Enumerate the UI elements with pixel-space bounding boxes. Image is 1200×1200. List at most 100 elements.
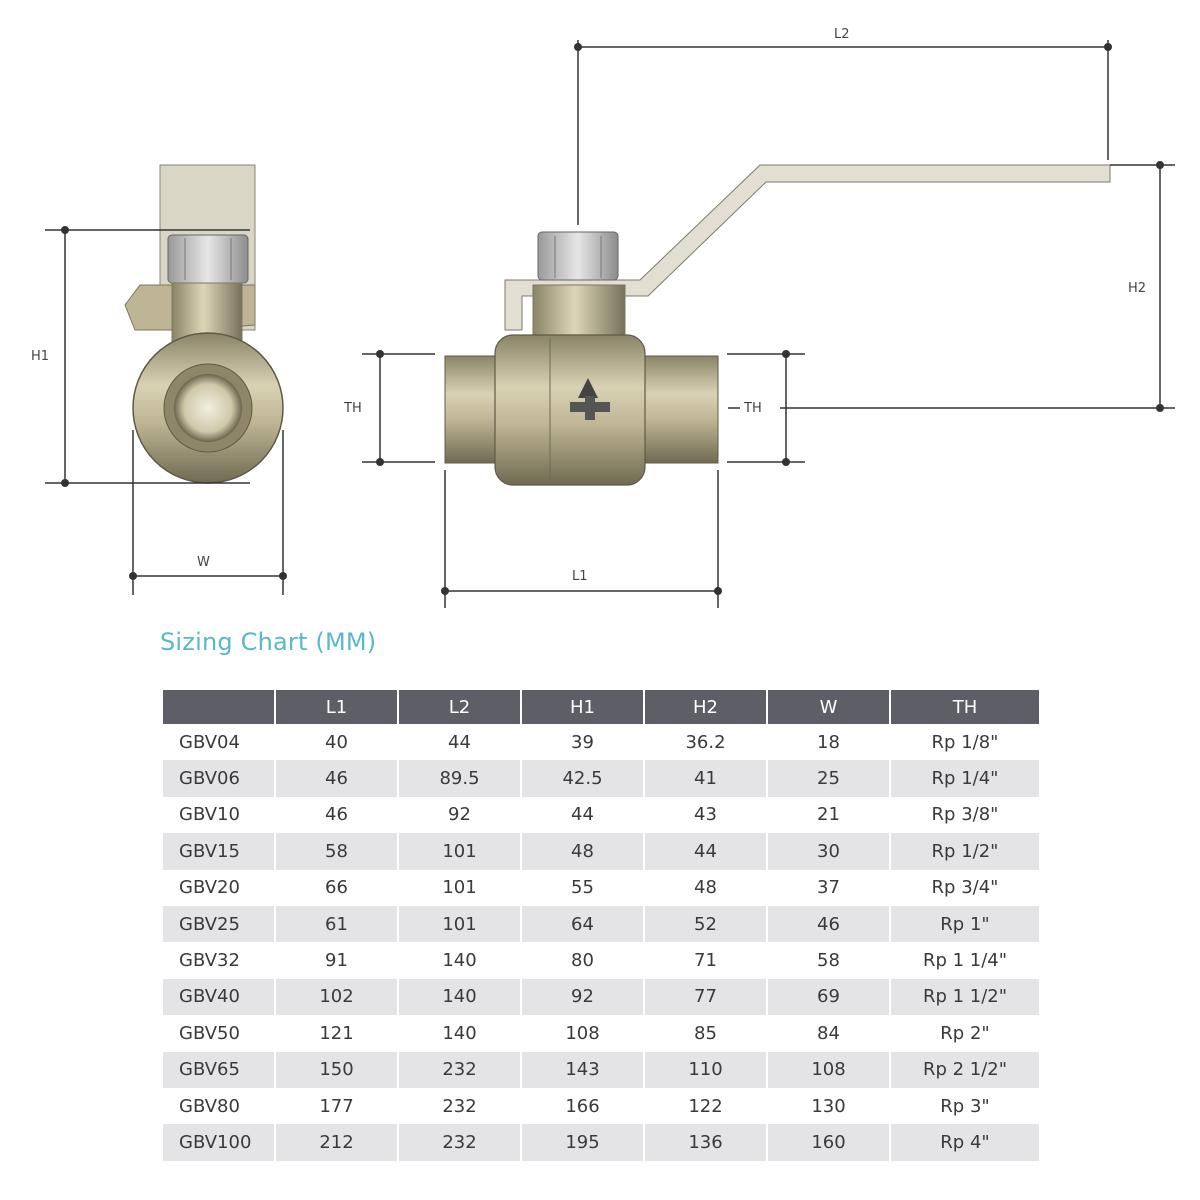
value-cell: 177 — [319, 1095, 354, 1117]
value-cell: Rp 3/4" — [931, 877, 999, 899]
value-cell: 71 — [694, 950, 717, 972]
value-cell: 140 — [399, 978, 520, 1016]
header-w: W — [768, 690, 889, 724]
value-cell: 166 — [565, 1095, 600, 1117]
value-cell: 108 — [768, 1051, 889, 1088]
value-cell: Rp 3/8" — [931, 804, 999, 826]
l2-label: L2 — [834, 27, 850, 42]
value-cell: 42.5 — [522, 760, 643, 797]
value-cell: Rp 1/2" — [891, 833, 1039, 870]
value-cell: 212 — [276, 1124, 397, 1161]
front-view-valve — [444, 164, 1111, 486]
value-cell: 21 — [817, 804, 840, 826]
value-cell: 92 — [522, 978, 643, 1016]
value-cell: 58 — [276, 833, 397, 870]
header-l1: L1 — [276, 690, 397, 724]
value-cell: 44 — [448, 731, 471, 753]
value-cell: 44 — [571, 804, 594, 826]
th-right-dimension — [727, 350, 805, 466]
value-cell: 61 — [276, 905, 397, 943]
value-cell: 80 — [571, 950, 594, 972]
value-cell: 130 — [811, 1095, 846, 1117]
value-cell: 232 — [399, 1051, 520, 1088]
value-cell: 89.5 — [399, 760, 520, 797]
value-cell: 101 — [442, 877, 477, 899]
value-cell: 121 — [319, 1022, 354, 1044]
header-l2: L2 — [399, 690, 520, 724]
value-cell: Rp 1 1/2" — [891, 978, 1039, 1016]
value-cell: 44 — [645, 833, 766, 870]
header-h1: H1 — [522, 690, 643, 724]
value-cell: 110 — [645, 1051, 766, 1088]
model-cell: GBV15 — [163, 833, 274, 870]
l1-dimension — [441, 470, 722, 608]
value-cell: 140 — [442, 950, 477, 972]
value-cell: 140 — [442, 1022, 477, 1044]
h2-label: H2 — [1128, 281, 1146, 296]
value-cell: 25 — [768, 760, 889, 797]
value-cell: 66 — [325, 877, 348, 899]
header-th: TH — [891, 690, 1039, 724]
table-row: GBV80 177 232 166 122 130 Rp 3" — [163, 1088, 1039, 1124]
value-cell: Rp 2 1/2" — [891, 1051, 1039, 1088]
value-cell: 143 — [522, 1051, 643, 1088]
value-cell: 122 — [688, 1095, 723, 1117]
value-cell: 195 — [522, 1124, 643, 1161]
value-cell: 40 — [325, 731, 348, 753]
value-cell: Rp 1/4" — [891, 760, 1039, 797]
th-left-dimension — [362, 350, 435, 466]
value-cell: Rp 1" — [891, 905, 1039, 943]
h2-dimension — [780, 161, 1175, 412]
value-cell: Rp 4" — [891, 1124, 1039, 1161]
h1-label: H1 — [31, 349, 49, 364]
th-right-label: TH — [743, 401, 762, 416]
value-cell: 232 — [442, 1095, 477, 1117]
value-cell: 58 — [817, 950, 840, 972]
value-cell: 91 — [325, 950, 348, 972]
value-cell: 46 — [768, 905, 889, 943]
value-cell: 69 — [768, 978, 889, 1016]
model-cell: GBV80 — [179, 1095, 240, 1117]
value-cell: 36.2 — [685, 731, 726, 753]
h1-dimension — [45, 226, 250, 487]
value-cell: 48 — [522, 833, 643, 870]
value-cell: 64 — [522, 905, 643, 943]
value-cell: 46 — [276, 760, 397, 797]
value-cell: 92 — [448, 804, 471, 826]
value-cell: 43 — [694, 804, 717, 826]
l2-dimension — [574, 40, 1112, 225]
model-cell: GBV10 — [179, 804, 240, 826]
table-row: GBV10 46 92 44 43 21 Rp 3/8" — [163, 797, 1039, 833]
valve-dimension-drawing: H1 W L2 — [31, 27, 1175, 608]
value-cell: 84 — [817, 1022, 840, 1044]
l1-label: L1 — [572, 569, 588, 584]
model-cell: GBV40 — [163, 978, 274, 1016]
value-cell: 232 — [399, 1124, 520, 1161]
value-cell: 101 — [399, 905, 520, 943]
model-cell: GBV65 — [163, 1051, 274, 1088]
model-cell: GBV06 — [163, 760, 274, 797]
value-cell: 55 — [571, 877, 594, 899]
w-label: W — [197, 555, 210, 570]
value-cell: 77 — [645, 978, 766, 1016]
model-cell: GBV100 — [163, 1124, 274, 1161]
value-cell: Rp 3" — [940, 1095, 990, 1117]
value-cell: Rp 2" — [940, 1022, 990, 1044]
header-model — [163, 690, 274, 724]
th-left-label: TH — [343, 401, 362, 416]
model-cell: GBV04 — [179, 731, 240, 753]
value-cell: 18 — [817, 731, 840, 753]
model-cell: GBV20 — [179, 877, 240, 899]
w-dimension — [129, 430, 287, 595]
value-cell: 46 — [325, 804, 348, 826]
value-cell: 101 — [399, 833, 520, 870]
table-header-row: L1 L2 H1 H2 W TH — [163, 690, 1039, 724]
